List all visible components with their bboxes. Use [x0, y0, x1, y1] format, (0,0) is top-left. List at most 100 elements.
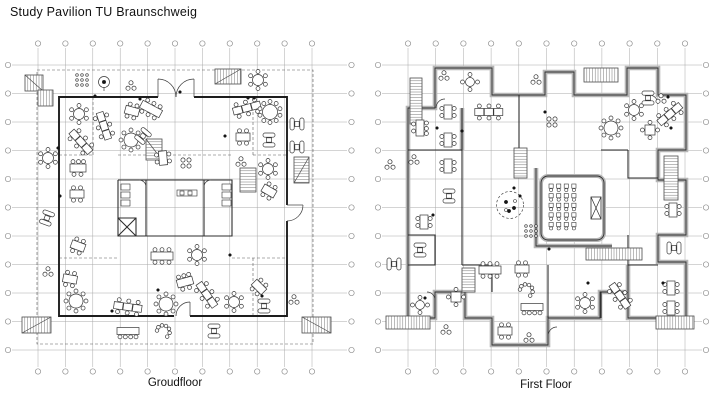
stair	[663, 155, 679, 201]
furniture-stool3	[523, 332, 535, 343]
furniture-sofa	[413, 242, 427, 258]
furniture-stool3	[384, 159, 396, 170]
stair	[513, 147, 528, 179]
furniture-stool4	[546, 116, 558, 128]
furniture-round6	[248, 69, 268, 91]
furniture-desk2	[439, 158, 457, 174]
furniture-sofa	[641, 90, 655, 106]
furniture-desk2	[69, 236, 87, 256]
furniture-stool3	[235, 156, 247, 167]
furniture-desk2	[69, 185, 85, 203]
furniture-sofa	[289, 117, 305, 131]
furniture-stool3	[440, 324, 452, 335]
stair	[585, 247, 643, 261]
first-floor-label: First Floor	[520, 379, 572, 391]
furniture-benchrow	[478, 261, 502, 279]
furniture-desk2	[415, 214, 433, 230]
furniture-deskchain	[474, 103, 504, 121]
furniture-sofa	[289, 140, 305, 154]
furniture-longdesk	[116, 327, 140, 340]
furniture-desk2	[439, 132, 457, 148]
furniture-round6	[624, 99, 644, 121]
furniture-round6	[575, 292, 595, 314]
furniture-desk2	[514, 260, 530, 278]
stair	[461, 267, 476, 293]
furniture-stool3	[655, 93, 667, 104]
furniture-round8	[153, 291, 179, 317]
furniture-sofa	[207, 323, 221, 339]
stair	[214, 68, 242, 85]
furniture-round8	[598, 115, 624, 141]
stair	[37, 89, 54, 107]
sheet-title: Study Pavilion TU Braunschweig	[10, 5, 198, 19]
stair	[24, 74, 44, 92]
furniture-deskchain	[113, 297, 143, 317]
stair	[293, 156, 310, 184]
furniture-cstools	[517, 282, 535, 298]
furniture-round8	[63, 288, 89, 314]
furniture-round4	[410, 295, 430, 315]
furniture-stool3	[530, 74, 542, 85]
furniture-desk2	[123, 101, 141, 121]
furniture-deskchain	[67, 128, 95, 156]
furniture-dots9	[524, 224, 538, 238]
furniture-deskchain	[92, 110, 115, 141]
furniture-desk2	[154, 150, 172, 166]
furniture-desk2	[439, 104, 457, 120]
furniture-round6	[258, 158, 278, 180]
furniture-tablestools	[69, 159, 87, 177]
furniture-sofa	[39, 209, 55, 227]
furniture-tablestools	[411, 119, 429, 137]
ground-floor-label: Groudfloor	[147, 377, 203, 389]
furniture-round4	[460, 72, 480, 92]
stair	[21, 316, 52, 334]
furniture-benchrow	[138, 97, 164, 121]
furniture-lamp	[98, 76, 110, 91]
furniture-stool3	[125, 80, 137, 91]
furniture-desk2	[662, 300, 680, 316]
furniture-round10	[257, 99, 283, 125]
furniture-stool3	[42, 266, 54, 277]
furniture-desk2	[249, 277, 269, 297]
furniture-dots9	[75, 73, 89, 87]
furniture-stool4	[180, 157, 192, 169]
furniture-sofa	[134, 127, 152, 145]
stair	[409, 77, 423, 125]
stair	[583, 67, 619, 83]
furniture-desk2	[235, 128, 251, 146]
furniture-deskchain	[656, 101, 684, 128]
furniture-deskchain	[607, 281, 633, 310]
stair	[655, 315, 695, 330]
furniture-desk2	[260, 181, 278, 201]
stair	[301, 316, 332, 334]
furniture-stool3	[288, 294, 300, 305]
furniture-desk2	[662, 280, 680, 296]
furniture-desk2	[497, 322, 513, 340]
furniture-tablestools	[175, 272, 195, 292]
furniture-deskchain	[194, 280, 220, 309]
furniture-round6	[38, 147, 58, 169]
furniture-longdesk	[520, 303, 544, 316]
ground-floor-plan	[4, 40, 355, 375]
stair	[239, 167, 257, 193]
furniture-table4	[446, 287, 466, 307]
furniture-benchrow	[150, 247, 174, 265]
furniture-sofa	[666, 241, 682, 255]
furniture-desk2	[62, 269, 78, 289]
furniture-round6	[187, 244, 207, 266]
furniture-sofa	[262, 132, 276, 148]
furniture-round6	[224, 291, 244, 313]
first-floor-plan	[374, 40, 710, 375]
furniture-desk2	[664, 202, 682, 218]
furniture-deskchain	[231, 97, 262, 119]
furniture-stool3	[408, 154, 420, 165]
furniture-round6	[69, 103, 89, 125]
furniture-stool3	[438, 70, 450, 81]
furniture-sofa	[257, 298, 271, 314]
furniture-table4	[640, 120, 660, 140]
furniture-sofa	[386, 257, 402, 271]
stair	[385, 315, 431, 330]
furniture-cstools	[154, 323, 172, 339]
